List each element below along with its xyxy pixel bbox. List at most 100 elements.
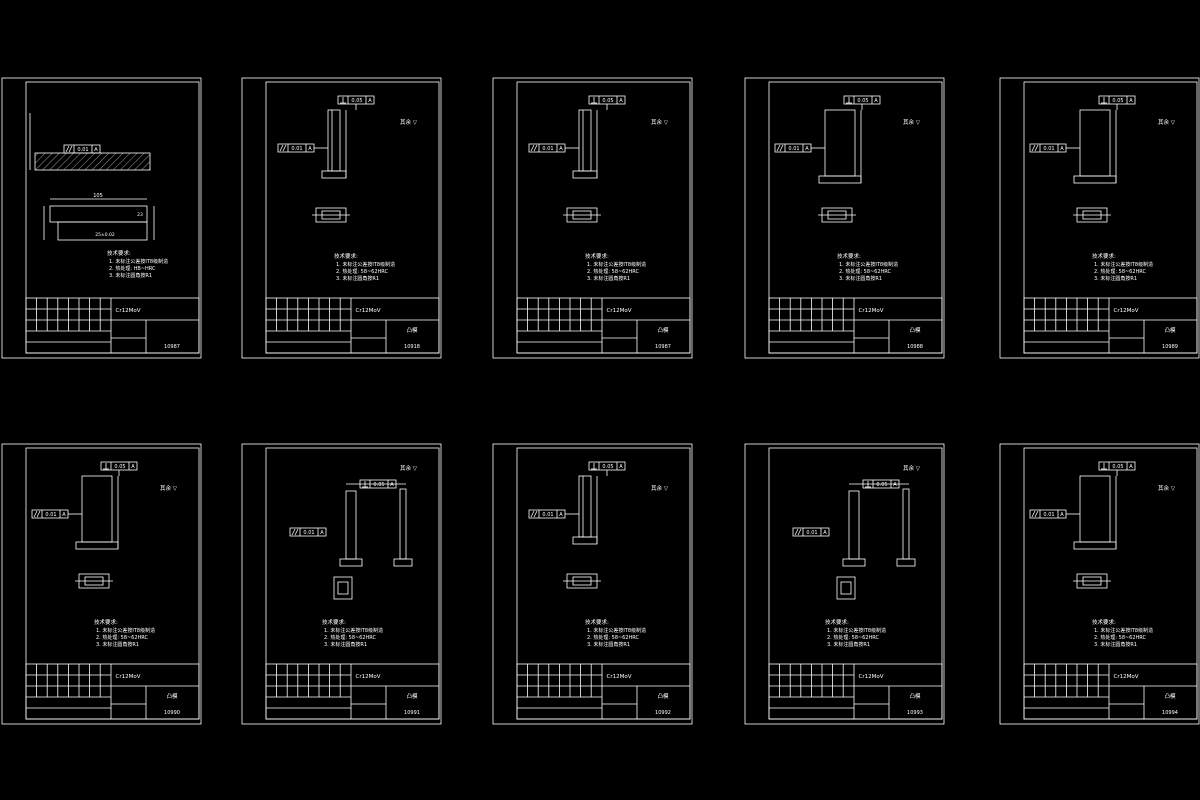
punch-base xyxy=(1073,175,1117,184)
datum-letter: A xyxy=(805,146,809,152)
roughness-note: 其余 ▽ xyxy=(651,118,669,126)
title-block-frame xyxy=(25,663,200,720)
tolerance-value: 0.05 xyxy=(1112,98,1123,104)
punch-body xyxy=(327,109,341,172)
datum-letter: A xyxy=(1129,464,1133,470)
parallelism-tolerance-frame: 0.01 A xyxy=(792,527,830,537)
roughness-note: 其余 ▽ xyxy=(1158,118,1176,126)
sheet-border xyxy=(1,77,202,359)
punch-base xyxy=(1073,541,1117,550)
tolerance-value: 0.05 xyxy=(857,98,868,104)
sheet-border xyxy=(492,443,693,725)
pin-body xyxy=(902,488,910,560)
plate-plan-lower xyxy=(57,221,148,241)
title-block-frame xyxy=(1023,663,1198,720)
tolerance-value: 0.05 xyxy=(373,482,384,488)
tech-requirement-item: 3. 未标注圆角按R1 xyxy=(109,272,152,279)
drawing-name: 凸模 xyxy=(1164,326,1176,334)
tech-requirement-item: 1. 未标注公差按IT8级制造 xyxy=(839,261,898,268)
datum-letter: A xyxy=(1060,512,1064,518)
datum-letter: A xyxy=(94,147,98,153)
material-name: Cr12MoV xyxy=(859,674,884,680)
drawing-code: 10987 xyxy=(655,344,671,350)
parallelism-tolerance-frame: 0.01 A xyxy=(774,143,812,153)
material-name: Cr12MoV xyxy=(356,308,381,314)
tech-requirement-item: 3. 未标注圆角按R1 xyxy=(324,641,367,648)
tech-requirements-title: 技术要求: xyxy=(322,618,346,626)
dimension-tolerance: 25±0.02 xyxy=(95,232,115,238)
title-block-frame xyxy=(516,297,691,354)
tolerance-value: 0.01 xyxy=(1043,512,1054,518)
title-block-frame xyxy=(768,663,943,720)
datum-letter: A xyxy=(308,146,312,152)
tech-requirement-item: 1. 未标注公差按IT8级制造 xyxy=(1094,261,1153,268)
parallelism-symbol xyxy=(1034,144,1039,152)
tech-requirement-item: 3. 未标注圆角按R1 xyxy=(336,275,379,282)
punch-body xyxy=(578,475,592,538)
datum-letter: A xyxy=(390,482,394,488)
sheet-inner-frame xyxy=(768,447,943,720)
parallelism-symbol xyxy=(1031,144,1036,152)
sheet-border xyxy=(744,443,945,725)
tech-requirement-item: 2. 热处理: 58~62HRC xyxy=(827,634,880,641)
datum-letter: A xyxy=(823,530,827,536)
parallelism-symbol xyxy=(1034,510,1039,518)
parallelism-symbol xyxy=(779,144,784,152)
punch-base xyxy=(818,175,862,184)
roughness-note: 其余 ▽ xyxy=(160,484,178,492)
tech-requirements-title: 技术要求: xyxy=(585,618,609,626)
material-name: Cr12MoV xyxy=(859,308,884,314)
tolerance-value: 0.01 xyxy=(806,530,817,536)
tech-requirement-item: 3. 未标注圆角按R1 xyxy=(1094,641,1137,648)
tolerance-frame xyxy=(862,479,900,489)
parallelism-symbol xyxy=(1031,510,1036,518)
datum-letter: A xyxy=(1060,146,1064,152)
parallelism-symbol xyxy=(33,510,38,518)
parallelism-symbol xyxy=(797,528,802,536)
tech-requirement-item: 3. 未标注圆角按R1 xyxy=(1094,275,1137,282)
tolerance-value: 0.05 xyxy=(351,98,362,104)
perpendicularity-tolerance-frame: 0.05 A xyxy=(359,479,397,489)
drawing-code: 10990 xyxy=(164,710,180,716)
punch-body xyxy=(81,475,113,543)
section-view xyxy=(836,576,856,600)
drawing-code: 10989 xyxy=(1162,344,1178,350)
punch-base xyxy=(321,170,347,179)
parallelism-symbol xyxy=(530,510,535,518)
title-block-frame xyxy=(516,663,691,720)
punch-base xyxy=(339,558,363,567)
tolerance-frame xyxy=(792,527,830,537)
parallelism-symbol xyxy=(294,528,299,536)
punch-base xyxy=(572,536,598,545)
tech-requirement-item: 2. 热处理: 58~62HRC xyxy=(96,634,149,641)
parallelism-symbol xyxy=(36,510,41,518)
tolerance-value: 0.01 xyxy=(788,146,799,152)
parallelism-symbol xyxy=(279,144,284,152)
material-name: Cr12MoV xyxy=(116,308,141,314)
tech-requirements-title: 技术要求: xyxy=(334,252,358,260)
roughness-note: 其余 ▽ xyxy=(1158,484,1176,492)
tech-requirement-item: 2. 热处理: HB~HRC xyxy=(109,265,156,272)
tolerance-value: 0.05 xyxy=(876,482,887,488)
tolerance-frame xyxy=(359,479,397,489)
sheet-border xyxy=(492,77,693,359)
drawing-code: 10992 xyxy=(655,710,671,716)
